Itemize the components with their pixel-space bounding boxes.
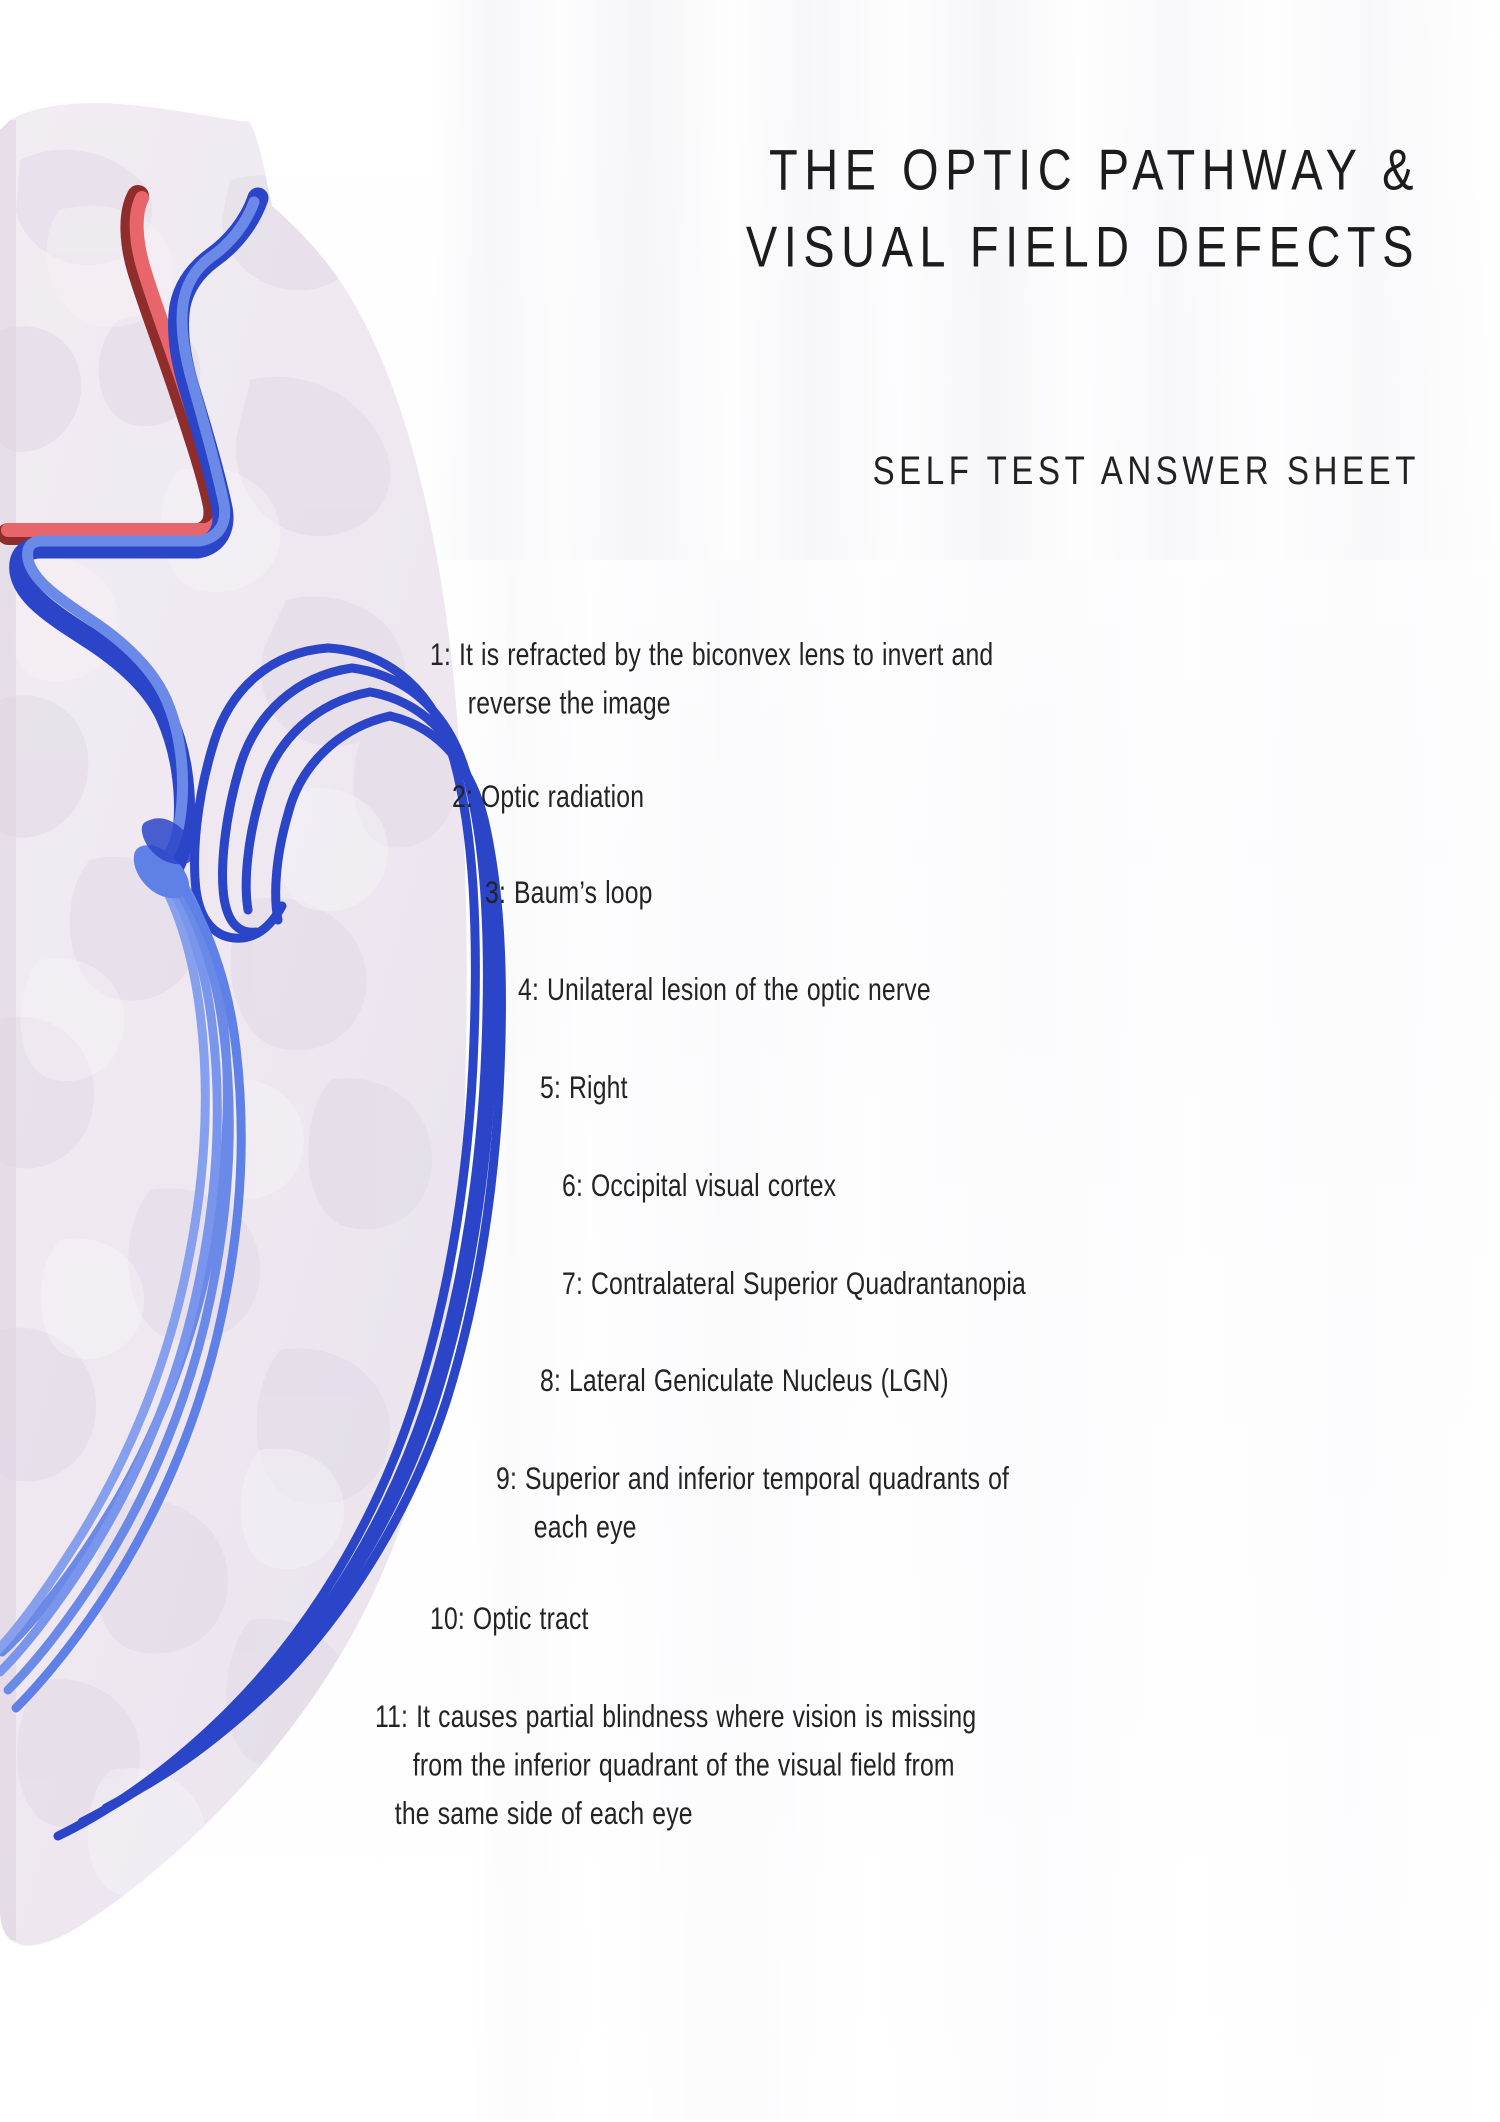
baums-loop	[190, 643, 395, 943]
answer-text-3: Baum’s loop	[513, 874, 653, 911]
optic-radiation-fibers-dark	[53, 643, 506, 1841]
answer-item-4: 4: Unilateral lesion of the optic nerve	[518, 965, 1022, 1013]
answer-text-7: Contralateral Superior Quadrantanopia	[590, 1264, 1026, 1301]
answer-text-1-line-1: It is refracted by the biconvex lens to …	[458, 635, 994, 672]
answer-item-11: 11: It causes partial blindness where vi…	[375, 1692, 1077, 1837]
answer-number-10: 10:	[430, 1599, 465, 1636]
answer-item-6: 6: Occipital visual cortex	[562, 1161, 922, 1209]
answer-text-9-line-1: Superior and inferior temporal quadrants…	[524, 1459, 1010, 1496]
answer-text-2: Optic radiation	[480, 777, 645, 814]
page-title: THE OPTIC PATHWAY & VISUAL FIELD DEFECTS	[330, 132, 1420, 285]
answer-item-5: 5: Right	[540, 1063, 810, 1111]
answer-item-8: 8: Lateral Geniculate Nucleus (LGN)	[540, 1356, 1026, 1404]
optic-tract-blue	[9, 187, 269, 887]
title-line-2: VISUAL FIELD DEFECTS	[745, 213, 1420, 279]
answer-number-11: 11:	[375, 1697, 409, 1734]
answer-text-11-line-3: the same side of each eye	[394, 1794, 693, 1831]
answer-number-6: 6:	[562, 1166, 584, 1203]
answer-list: 1: It is refracted by the biconvex lens …	[375, 630, 1490, 1830]
page-subtitle: SELF TEST ANSWER SHEET	[872, 448, 1420, 493]
answer-item-1: 1: It is refracted by the biconvex lens …	[430, 630, 1114, 727]
answer-item-9: 9: Superior and inferior temporal quadra…	[496, 1454, 1108, 1551]
answer-text-9-line-2: each eye	[533, 1508, 637, 1545]
answer-number-9: 9:	[496, 1459, 518, 1496]
meyers-loop-fibers	[0, 861, 246, 1713]
answer-number-5: 5:	[540, 1068, 562, 1105]
answer-item-2: 2: Optic radiation	[452, 772, 722, 820]
answer-number-3: 3:	[485, 874, 507, 911]
answer-item-10: 10: Optic tract	[430, 1594, 700, 1642]
answer-text-5: Right	[568, 1068, 628, 1105]
answer-text-11-line-2: from the inferior quadrant of the visual…	[412, 1745, 955, 1782]
answer-item-3: 3: Baum’s loop	[485, 868, 755, 916]
answer-number-8: 8:	[540, 1362, 562, 1399]
answer-number-1: 1:	[430, 635, 452, 672]
title-line-1: THE OPTIC PATHWAY &	[769, 136, 1420, 202]
answer-item-7: 7: Contralateral Superior Quadrantanopia	[562, 1259, 1102, 1307]
answer-text-8: Lateral Geniculate Nucleus (LGN)	[568, 1362, 949, 1399]
answer-text-1-line-2: reverse the image	[467, 684, 671, 721]
answer-text-10: Optic tract	[472, 1599, 589, 1636]
answer-number-4: 4:	[518, 970, 540, 1007]
brain-optic-pathway-illustration	[0, 0, 520, 2122]
answer-text-11-line-1: It causes partial blindness where vision…	[416, 1697, 977, 1734]
answer-number-7: 7:	[562, 1264, 584, 1301]
answer-text-6: Occipital visual cortex	[590, 1166, 837, 1203]
answer-number-2: 2:	[452, 777, 474, 814]
answer-text-4: Unilateral lesion of the optic nerve	[546, 970, 931, 1007]
fiber-convergence-node	[133, 845, 190, 899]
